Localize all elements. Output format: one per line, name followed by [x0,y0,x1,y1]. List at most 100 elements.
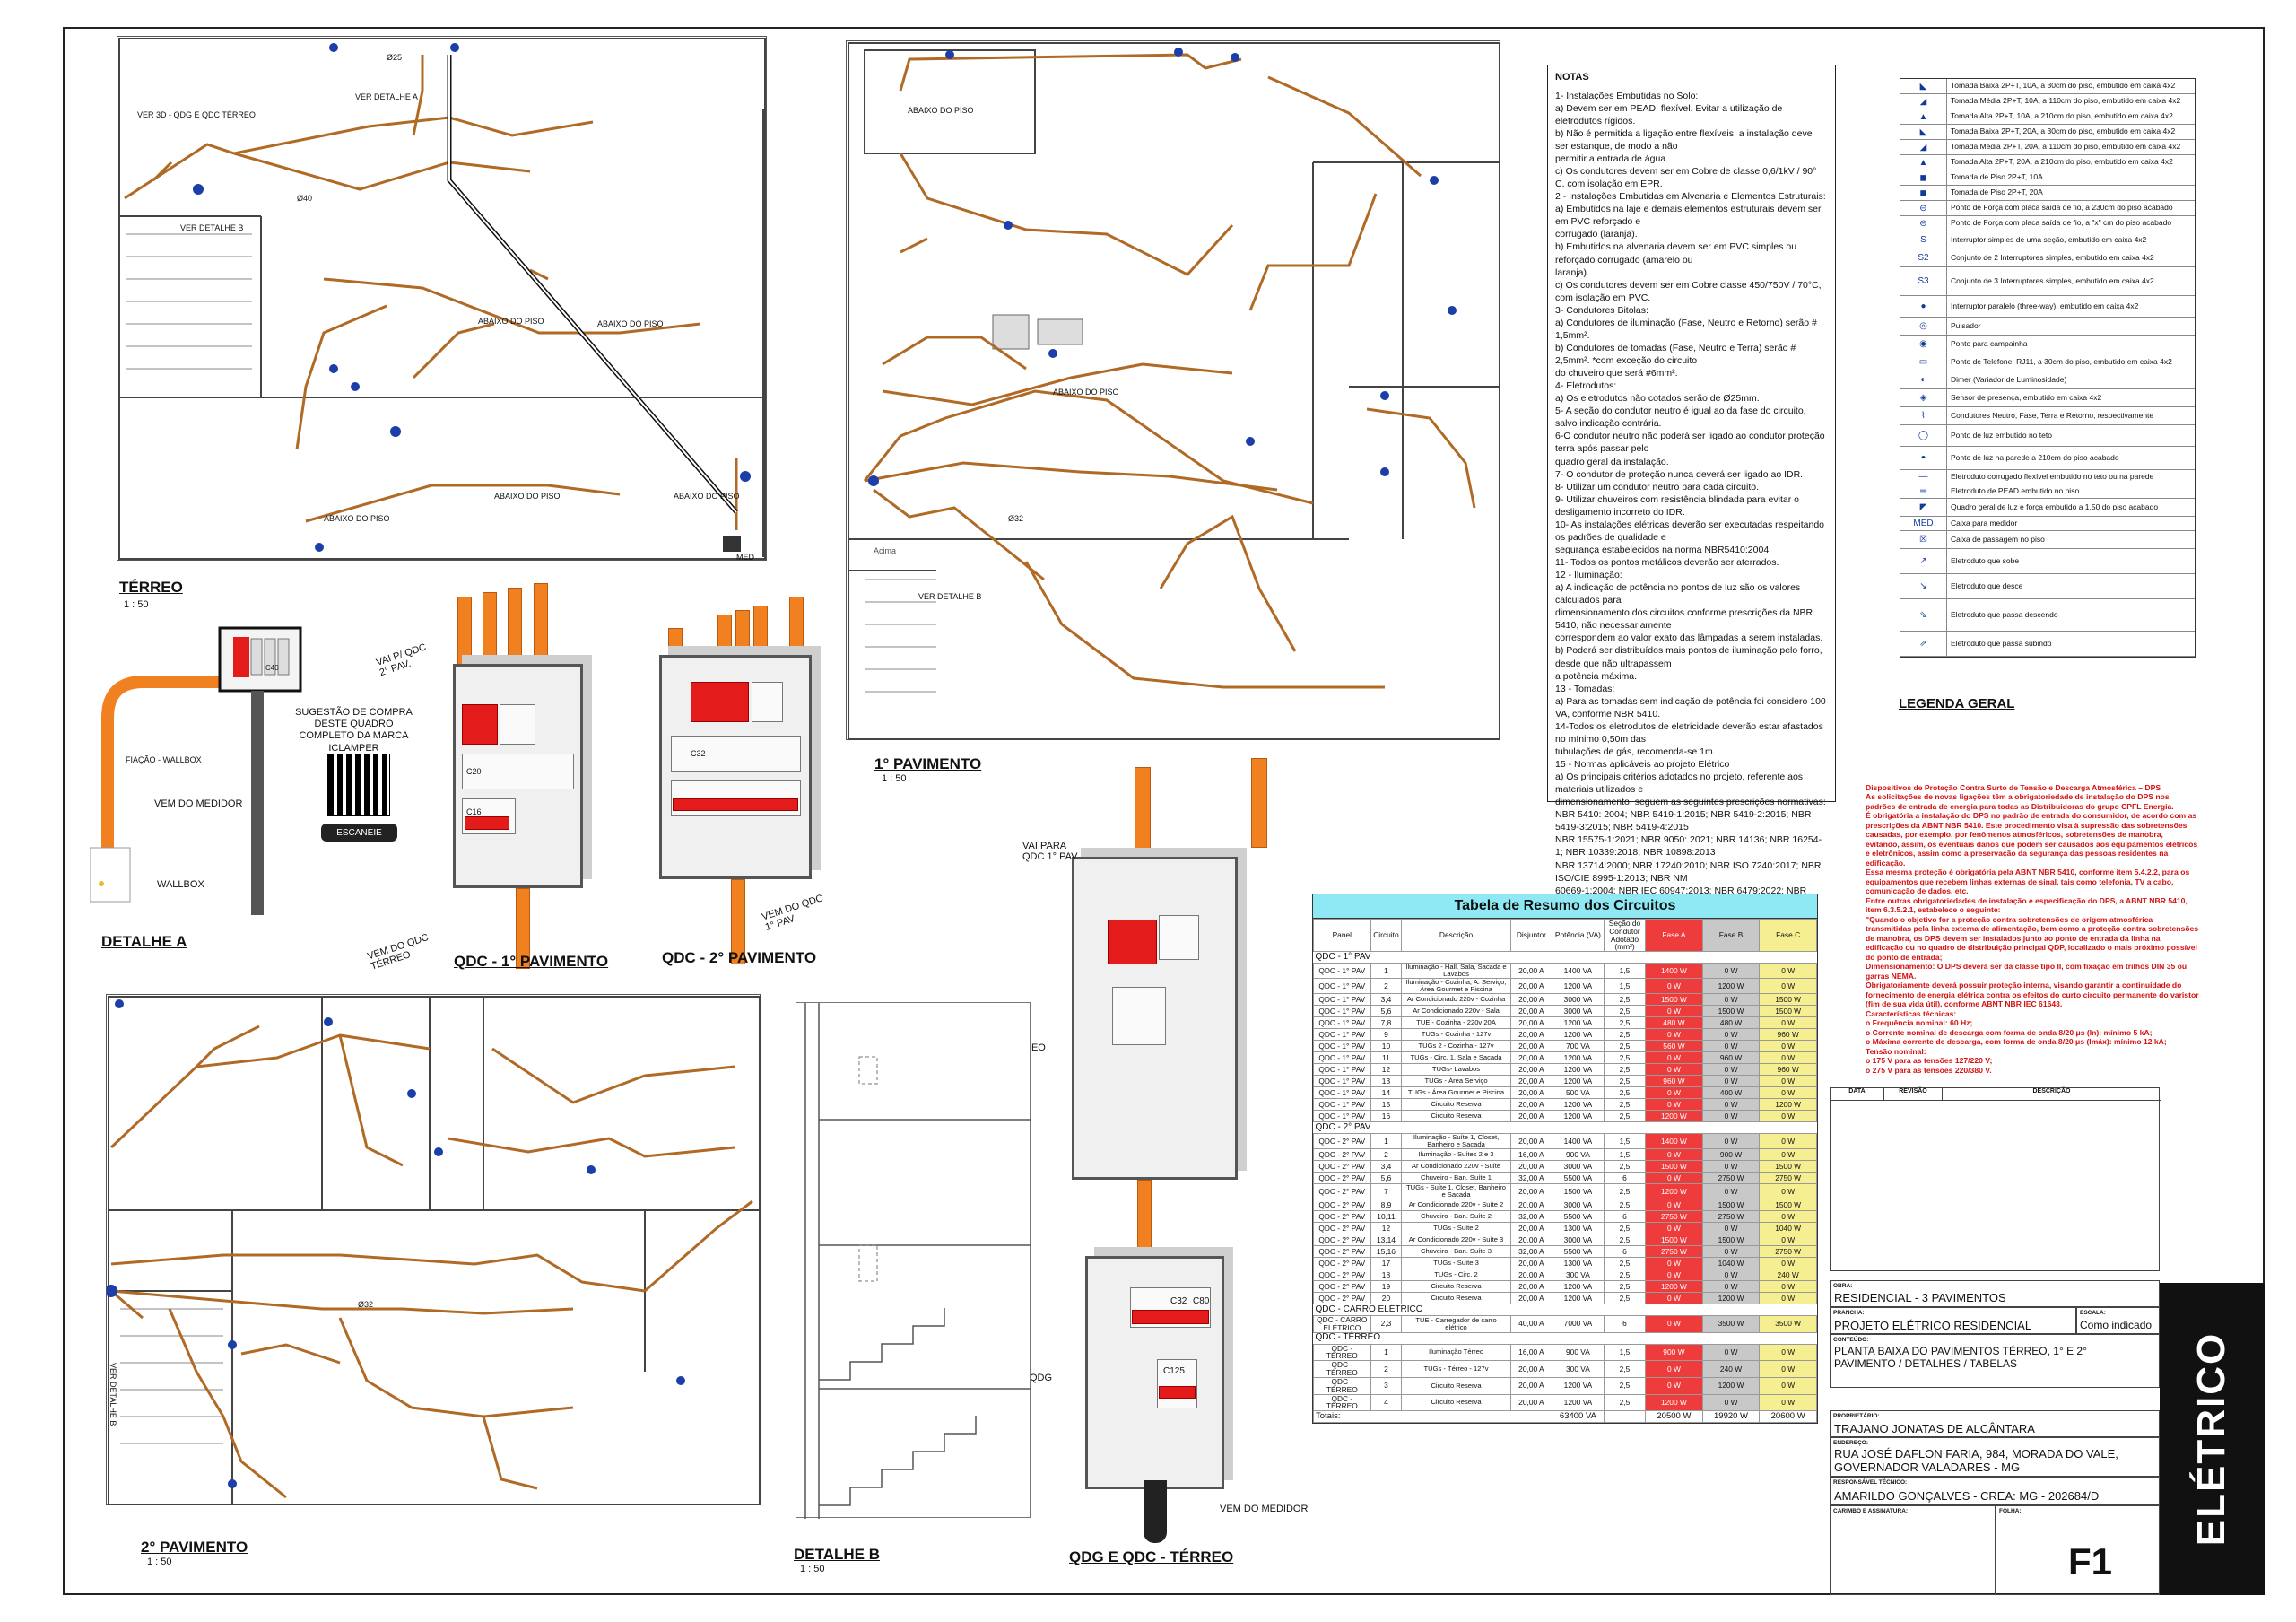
table-cell: 1 [1370,1133,1403,1150]
table-cell: 480 W [1645,1016,1703,1030]
idr-module [500,704,535,745]
pipe [1251,758,1267,848]
conduit-size-32-b: Ø32 [358,1300,374,1309]
table-cell: 15 [1370,1098,1403,1112]
table-cell: TUGs - Suíte 2 [1401,1222,1511,1234]
table-cell: QDC - 1° PAV [1313,978,1371,995]
table-cell: 14 [1370,1086,1403,1100]
table-cell: 900 VA [1552,1343,1605,1362]
table-cell: 20,00 A [1509,1269,1553,1281]
breaker-c20-label: C20 [466,767,482,776]
desce-icon: ↘ [1900,574,1947,598]
table-cell: 2750 W [1759,1172,1817,1185]
table-cell: 1200 W [1645,1183,1703,1199]
table-cell: 2,5 [1603,1110,1647,1123]
table-cell: 1200 W [1701,978,1761,995]
pav1-title: 1° PAVIMENTO [874,755,982,772]
breaker-c80-label: C80 [1193,1296,1210,1306]
table-cell: 2,5 [1603,1199,1647,1211]
table-cell: QDC - 1° PAV [1313,1016,1371,1030]
legend-item-label: Ponto de Força com placa saída de fio, a… [1951,218,2172,228]
table-cell: 2,5 [1603,1051,1647,1065]
table-cell: 1500 W [1701,1234,1761,1246]
table-cell: 2,5 [1603,1086,1647,1100]
wallbox-label: WALLBOX [157,879,204,890]
abaixo-piso-label-6: ABAIXO DO PISO [908,106,974,115]
table-cell: 0 W [1701,1063,1761,1077]
table-cell: TUGs - Circ. 2 [1401,1269,1511,1281]
tomada-alta-20a-icon: ▲ [1900,155,1947,170]
drawing-frame [63,27,2265,1595]
table-cell: 2750 W [1645,1245,1703,1258]
table-cell: QDC - 1° PAV [1313,1075,1371,1088]
table-cell: 960 W [1759,1063,1817,1077]
table-cell: Chuveiro - Ban. Suíte 1 [1401,1172,1511,1185]
legend-item-label: Tomada Média 2P+T, 20A, a 110cm do piso,… [1951,142,2181,152]
table-cell: 0 W [1645,1172,1703,1185]
table-cell: TUGs - Suíte 1, Closet, Banheiro e Sacad… [1401,1183,1511,1199]
table-cell: Iluminação Térreo [1401,1343,1511,1362]
legend-item-label: Quadro geral de luz e força embutido a 1… [1951,501,2159,511]
abaixo-piso-label-2: ABAIXO DO PISO [597,319,664,328]
legend-item: ↗Eletroduto que sobe [1900,549,2195,574]
qr-code-icon[interactable] [327,754,390,816]
table-cell: TUE - Cozinha - 220v 20A [1401,1016,1511,1030]
table-cell: QDC - 2° PAV [1313,1292,1371,1304]
pav2-scale: 1 : 50 [147,1557,172,1567]
table-cell: TUGs - Área Gourmet e Piscina [1401,1086,1511,1100]
table-cell: QDC - TÉRREO [1313,1376,1371,1395]
table-cell: 1040 W [1759,1222,1817,1234]
rev-header-descricao: DESCRIÇÃO [2032,1088,2071,1094]
eletroduto-teto-icon: — [1900,470,1947,484]
breaker-handle [673,798,798,811]
dps-notes: Dispositivos de Proteção Contra Surto de… [1866,783,2199,1075]
table-cell: 6 [1603,1210,1647,1223]
table-cell: TUGs - Área Serviço [1401,1075,1511,1088]
vem-medidor-label-2: VEM DO MEDIDOR [1220,1504,1309,1514]
table-cell: QDC - 1° PAV [1313,963,1371,980]
vai-qdc-1-label: VAI PARA QDC 1° PAV. [1022,841,1080,862]
conduit-size-32: Ø32 [1008,514,1024,523]
table-cell: 1200 VA [1552,1051,1605,1065]
table-cell: Circuito Reserva [1401,1098,1511,1112]
table-cell: 2,5 [1603,993,1647,1007]
table-cell: 2,5 [1603,1063,1647,1077]
table-cell: 20,00 A [1509,1292,1553,1304]
table-cell: 0 W [1759,1133,1817,1150]
table-cell: TUGs- Lavabos [1401,1063,1511,1077]
table-cell: 5500 VA [1552,1245,1605,1258]
table-cell: 20,00 A [1509,1016,1553,1030]
table-cell: 0 W [1701,1222,1761,1234]
legend-item-label: Sensor de presença, embutido em caixa 4x… [1951,392,2102,402]
table-cell: QDC - 1° PAV [1313,1098,1371,1112]
table-cell: 0 W [1759,1051,1817,1065]
table-cell: Ar Condicionado 220v - Sala [1401,1005,1511,1018]
legend-item-label: Ponto de Força com placa saída de fio, a… [1951,203,2173,213]
abaixo-piso-label-7: ABAIXO DO PISO [1053,388,1119,397]
medidor-icon: MED [1900,517,1947,530]
legend-item: ☒Caixa de passagem no piso [1900,531,2195,549]
totals-cell: 19920 W [1701,1410,1761,1424]
pav1-drawing [848,42,1500,740]
carimbo-cell: CARIMBO E ASSINATURA: [1830,1505,1996,1595]
discipline-label: ELÉTRICO [2189,1331,2234,1547]
legend-item: ◯Ponto de luz embutido no teto [1900,425,2195,447]
escaneie-badge[interactable]: ESCANEIE [321,824,397,842]
table-cell: QDC - 2° PAV [1313,1234,1371,1246]
table-cell: 20,00 A [1509,1376,1553,1395]
table-cell: 900 VA [1552,1148,1605,1162]
breaker-c16-label: C16 [466,807,482,816]
table-cell: 0 W [1645,1051,1703,1065]
responsavel-label: RESPONSÁVEL TÉCNICO: [1833,1479,1908,1486]
tomada-piso-icon: ◼ [1900,170,1947,185]
breaker-handle [465,816,509,830]
table-cell: QDC - 2° PAV [1313,1245,1371,1258]
folha-label: FOLHA: [1999,1508,2022,1514]
table-cell: Circuito Reserva [1401,1376,1511,1395]
